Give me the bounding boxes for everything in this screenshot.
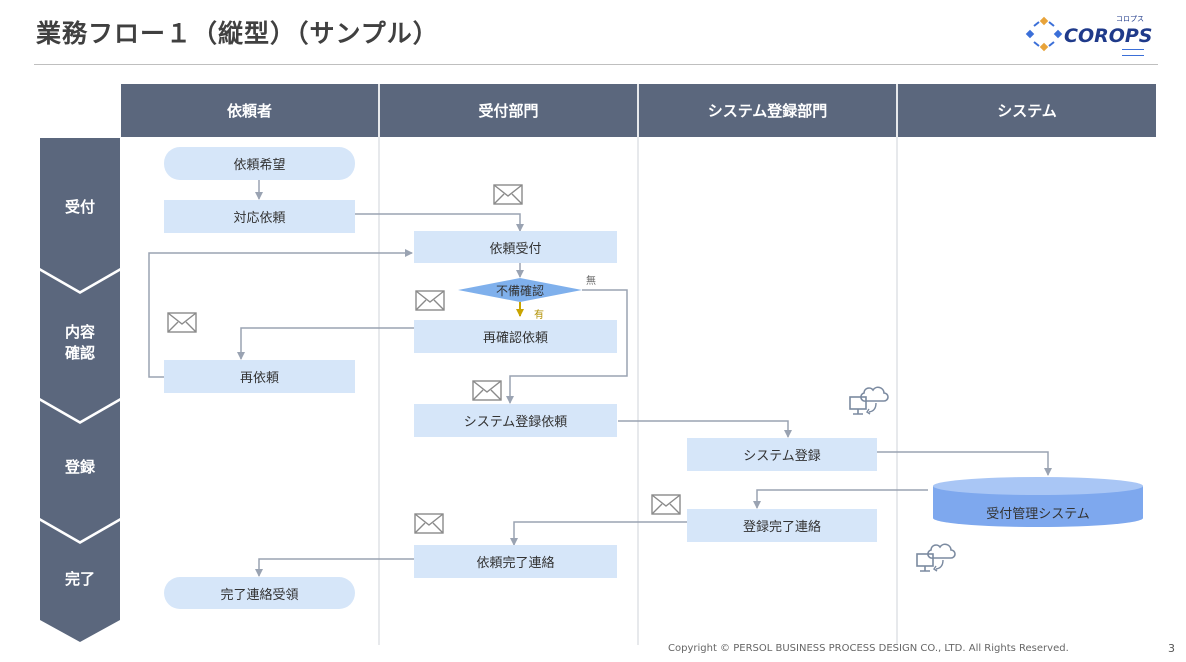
lane-header-reception: 受付部門	[380, 84, 637, 137]
stage-chevron-check	[40, 271, 120, 421]
pc-cloud-sync-icon	[849, 386, 889, 415]
stage-label-check: 内容 確認	[64, 323, 95, 362]
pc-cloud-sync-icon	[916, 543, 956, 572]
page-number: 3	[1168, 642, 1175, 655]
node-touroku-kanryou-renraku: 登録完了連絡	[687, 509, 877, 542]
branch-label-no: 無	[586, 276, 596, 287]
mail-icon	[414, 513, 444, 534]
mail-icon	[167, 312, 197, 333]
branch-label-yes: 有	[534, 310, 544, 321]
stage-label-complete: 完了	[64, 570, 95, 588]
arrow-system-touroku-to-db	[877, 451, 1052, 476]
lane-header-system: システム	[898, 84, 1156, 137]
node-fubi-kakunin: 不備確認	[495, 283, 544, 298]
stage-chevron-reception	[40, 138, 120, 291]
lane-header-requester: 依頼者	[121, 84, 378, 137]
mail-icon	[415, 290, 445, 311]
node-irai-uketsuke: 依頼受付	[414, 231, 617, 263]
logo-wordmark: COROPS	[1064, 25, 1153, 47]
node-uketsuke-kanri-system: 受付管理システム	[986, 506, 1090, 522]
node-kanryou-renraku-juryou: 完了連絡受領	[164, 577, 355, 609]
stage-label-register: 登録	[64, 458, 95, 476]
mail-icon	[493, 184, 523, 205]
logo-mark-icon	[1025, 16, 1063, 52]
arrow-db-to-kanryou-renraku	[753, 489, 928, 509]
corops-logo: コロプス COROPS	[1024, 12, 1153, 56]
node-taiou-irai: 対応依頼	[164, 200, 355, 233]
title-divider	[34, 64, 1158, 65]
copyright-text: Copyright © PERSOL BUSINESS PROCESS DESI…	[668, 643, 1069, 654]
arrow-sai-irai-to-uketsuke	[148, 249, 413, 378]
page-title: 業務フロー１（縦型）（サンプル）	[36, 19, 439, 48]
lane-header-registration-dept: システム登録部門	[639, 84, 896, 137]
arrow-fubi-no	[506, 289, 628, 404]
node-system-touroku: システム登録	[687, 438, 877, 471]
arrow-saikakunin-to-sai-irai	[237, 327, 414, 360]
database-cylinder	[933, 477, 1143, 527]
arrow-irai-kanryou-to-juryou	[255, 558, 414, 577]
node-irai-kibou: 依頼希望	[164, 147, 355, 180]
mail-icon	[472, 380, 502, 401]
arrow-renraku-to-irai-kanryou	[510, 521, 687, 546]
stage-chevron-register	[40, 401, 120, 541]
arrow-taiou-to-uketsuke	[355, 213, 524, 232]
node-saikakunin-irai: 再確認依頼	[414, 320, 617, 353]
node-irai-kanryou-renraku: 依頼完了連絡	[414, 545, 617, 578]
arrow-touroku-irai-to-system-touroku	[618, 420, 792, 438]
logo-kana: コロプス	[1116, 15, 1144, 23]
node-sai-irai: 再依頼	[164, 360, 355, 393]
mail-icon	[651, 494, 681, 515]
logo-underline	[1122, 49, 1144, 56]
decision-diamond	[458, 278, 582, 302]
node-system-touroku-irai: システム登録依頼	[414, 404, 617, 437]
stage-chevron-complete	[40, 521, 120, 642]
stage-label-reception: 受付	[64, 198, 95, 216]
